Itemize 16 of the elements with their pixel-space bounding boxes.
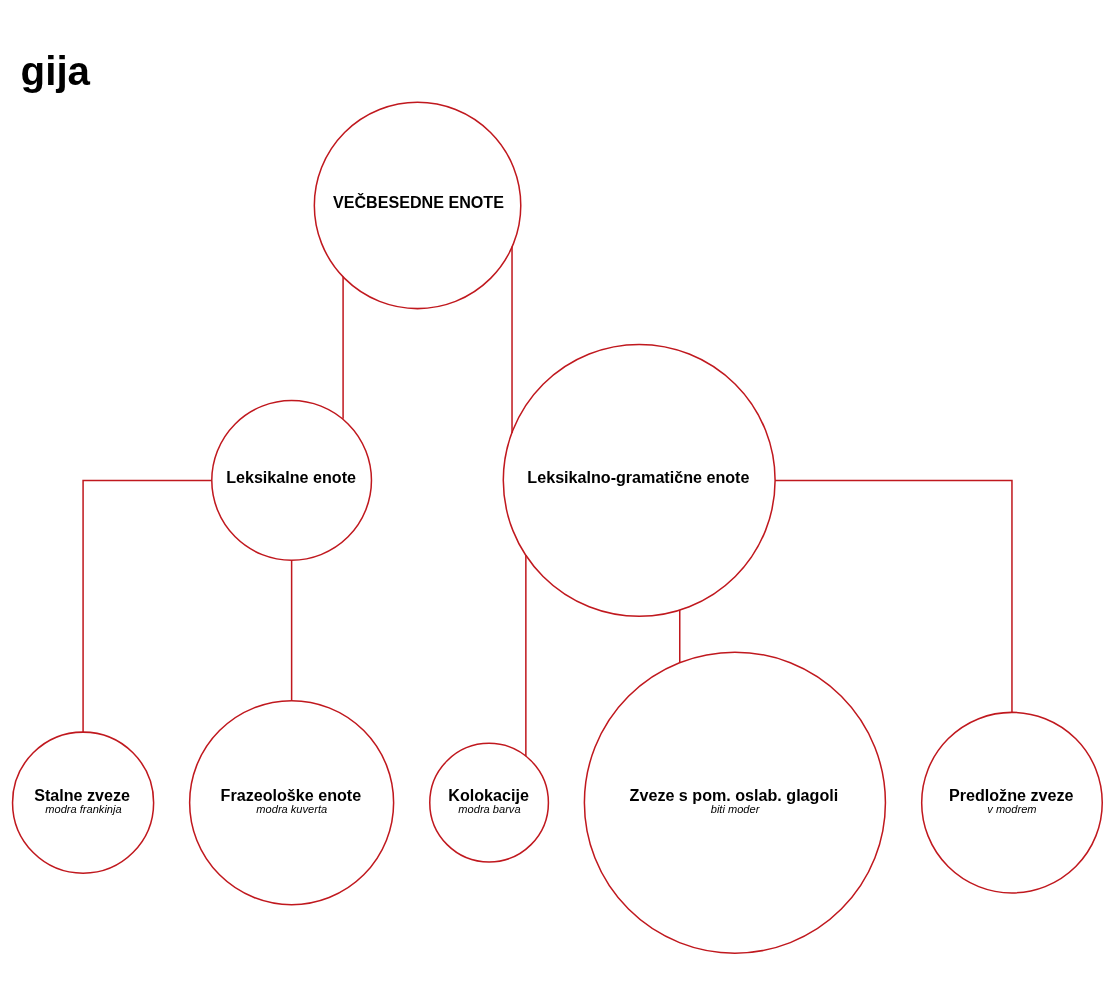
node-circle: Predložne zveze v modrem (920, 711, 1103, 894)
node-circle: Frazeološke enote modra kuverta (188, 699, 395, 905)
node-circle: Kolokacije modra barva (429, 742, 550, 863)
node-circle: Stalne zveze modra frankinja (11, 730, 155, 874)
connector (774, 479, 1013, 713)
connector (82, 479, 213, 733)
node-circle: Leksikalne enote (211, 399, 373, 561)
connector (511, 245, 513, 434)
connector (290, 559, 293, 701)
node-circle: Zveze s pom. oslab. glagoli biti moder (583, 650, 887, 954)
diagram-title: gija (20, 48, 91, 94)
connector (525, 553, 527, 757)
connector (679, 608, 681, 663)
connector (342, 275, 344, 420)
node-circle: VEČBESEDNE ENOTE (313, 100, 522, 309)
node-circle: Leksikalno-gramatične enote (502, 343, 776, 617)
